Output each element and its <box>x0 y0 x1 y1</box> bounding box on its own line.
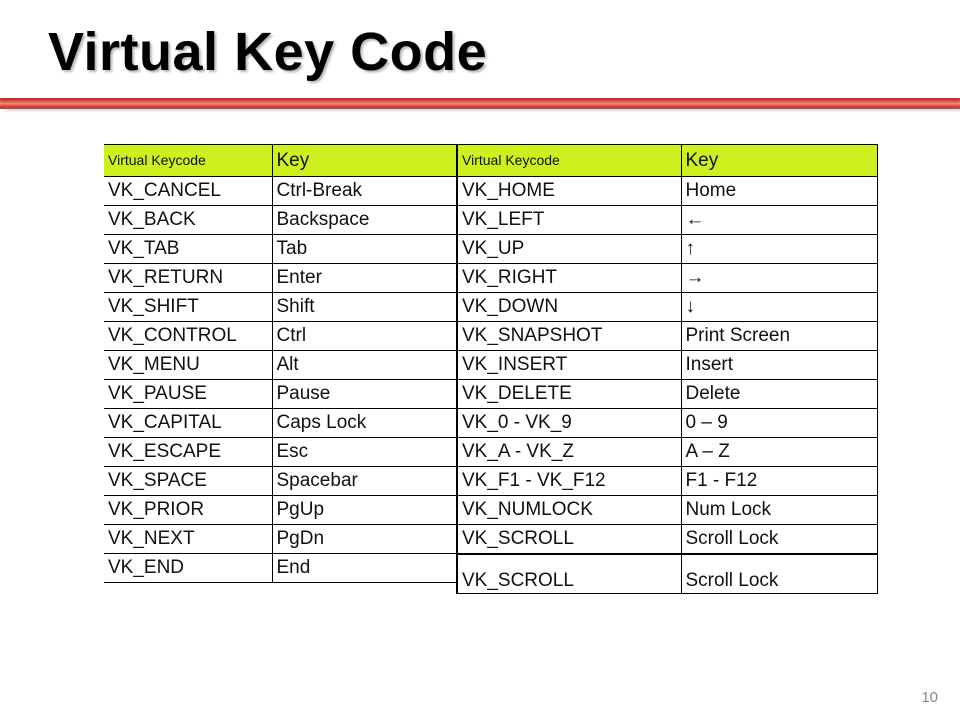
cell-key-arrow-icon: ← <box>680 205 878 235</box>
title-divider-bar <box>0 98 960 113</box>
cell-keycode: VK_END <box>104 553 273 583</box>
column-header-key: Key <box>271 144 459 177</box>
cell-key: 0 – 9 <box>680 408 878 438</box>
cell-keycode: VK_ESCAPE <box>104 437 273 467</box>
cell-key-arrow-icon: ↓ <box>680 292 878 322</box>
cell-keycode: VK_RETURN <box>104 263 273 293</box>
cell-key: Delete <box>680 379 878 409</box>
cell-key: End <box>271 553 459 583</box>
cell-key-arrow-icon: → <box>680 263 878 293</box>
cell-keycode: VK_SHIFT <box>104 292 273 322</box>
cell-keycode: VK_INSERT <box>456 350 682 380</box>
table-row: VK_DOWN↓ <box>456 292 878 322</box>
cell-key: Scroll Lock <box>680 552 878 594</box>
cell-key: F1 - F12 <box>680 466 878 496</box>
cell-keycode: VK_PAUSE <box>104 379 273 409</box>
cell-keycode: VK_SPACE <box>104 466 273 496</box>
cell-keycode: VK_RIGHT <box>456 263 682 293</box>
cell-keycode: VK_HOME <box>456 176 682 206</box>
cell-key: PgUp <box>271 495 459 525</box>
cell-keycode: VK_BACK <box>104 205 273 235</box>
table-row: VK_UP↑ <box>456 234 878 264</box>
cell-keycode: VK_NEXT <box>104 524 273 554</box>
cell-keycode: VK_CONTROL <box>104 321 273 351</box>
cell-keycode: VK_CAPITAL <box>104 408 273 438</box>
table-row: VK_LEFT← <box>456 205 878 235</box>
cell-key-arrow-icon: ↑ <box>680 234 878 264</box>
cell-keycode: VK_LEFT <box>456 205 682 235</box>
cell-keycode: VK_UP <box>456 234 682 264</box>
cell-key: Spacebar <box>271 466 459 496</box>
page-number: 10 <box>921 689 938 706</box>
cell-key: Shift <box>271 292 459 322</box>
cell-key: Ctrl <box>271 321 459 351</box>
page-title: Virtual Key Code <box>48 22 488 82</box>
cell-keycode: VK_TAB <box>104 234 273 264</box>
cell-keycode: VK_PRIOR <box>104 495 273 525</box>
cell-key: Pause <box>271 379 459 409</box>
cell-key: PgDn <box>271 524 459 554</box>
cell-key: Caps Lock <box>271 408 459 438</box>
cell-keycode: VK_0 - VK_9 <box>456 408 682 438</box>
cell-keycode: VK_DELETE <box>456 379 682 409</box>
divider-bar-fill <box>0 98 960 109</box>
cell-keycode: VK_A - VK_Z <box>456 437 682 467</box>
table-row: VK_RIGHT→ <box>456 263 878 293</box>
cell-key: Num Lock <box>680 495 878 525</box>
cell-key: Tab <box>271 234 459 264</box>
cell-key: A – Z <box>680 437 878 467</box>
column-header-keycode: Virtual Keycode <box>104 144 273 177</box>
cell-key: Backspace <box>271 205 459 235</box>
cell-key: Home <box>680 176 878 206</box>
cell-key: Alt <box>271 350 459 380</box>
cell-keycode: VK_NUMLOCK <box>456 495 682 525</box>
cell-key: Scroll Lock <box>680 524 878 554</box>
cell-keycode: VK_SCROLL <box>456 552 682 594</box>
cell-key: Ctrl-Break <box>271 176 459 206</box>
cell-keycode: VK_SCROLL <box>456 524 682 554</box>
divider-bar-shadow <box>4 108 960 113</box>
cell-keycode: VK_SNAPSHOT <box>456 321 682 351</box>
cell-keycode: VK_F1 - VK_F12 <box>456 466 682 496</box>
cell-key: Enter <box>271 263 459 293</box>
column-header-key: Key <box>680 144 878 177</box>
column-header-keycode: Virtual Keycode <box>456 144 682 177</box>
cell-key: Insert <box>680 350 878 380</box>
cell-keycode: VK_MENU <box>104 350 273 380</box>
cell-keycode: VK_DOWN <box>456 292 682 322</box>
cell-keycode: VK_CANCEL <box>104 176 273 206</box>
cell-key: Esc <box>271 437 459 467</box>
cell-key: Print Screen <box>680 321 878 351</box>
